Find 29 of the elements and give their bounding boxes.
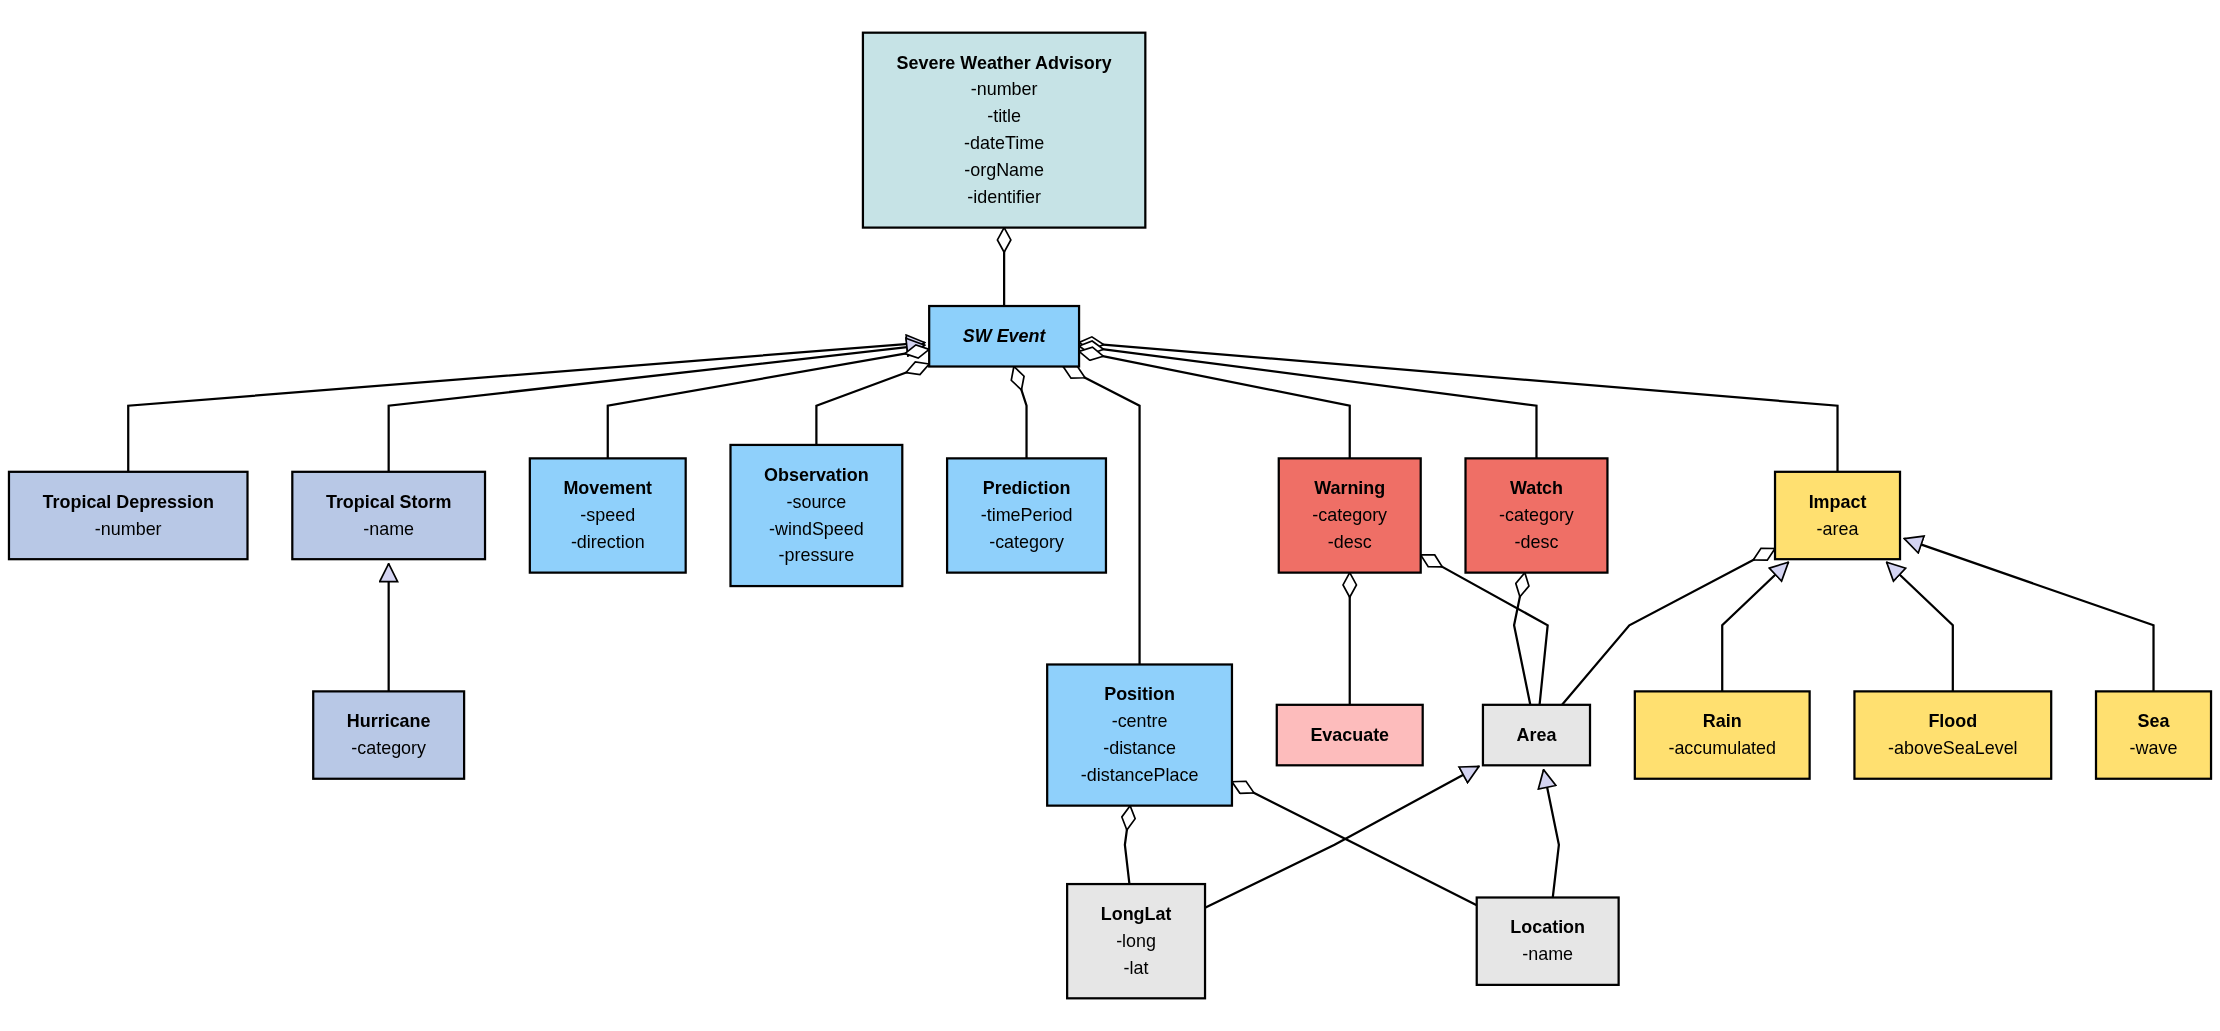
node-box: Location -name (1475, 896, 1620, 986)
arrow (127, 334, 926, 472)
node-box: Hurricane -category (312, 690, 466, 780)
node-box: Warning -category -desc (1277, 457, 1422, 574)
node-box: Area (1481, 703, 1592, 767)
node-box: Evacuate (1275, 703, 1424, 767)
node-box: Severe Weather Advisory -number -title -dateTime -orgName -identifier (861, 31, 1147, 229)
node-box: LongLat -long -lat (1066, 882, 1207, 1000)
arrow (387, 337, 926, 472)
connector (815, 361, 930, 445)
arrow (378, 562, 399, 692)
connector (1062, 365, 1141, 665)
node-box: Position -centre -distance -distancePlace (1046, 663, 1234, 807)
arrow (1903, 535, 2155, 692)
node-box: Impact -area (1773, 470, 1902, 561)
connector (606, 344, 930, 459)
node-box: SW Event (928, 304, 1081, 368)
arrow (1537, 768, 1560, 898)
arrow (1885, 561, 1954, 692)
arrow (1721, 561, 1790, 692)
node-box: Tropical Depression -number (7, 470, 249, 561)
node-box: Observation -source -windSpeed -pressure (729, 443, 904, 588)
node-box: Sea -wave (2094, 690, 2213, 780)
node-box: Prediction -timePeriod -category (946, 457, 1108, 574)
node-box: Watch -category -desc (1464, 457, 1609, 574)
node-box: Rain -accumulated (1633, 690, 1811, 780)
node-box: Tropical Storm -name (291, 470, 487, 561)
node-box: Flood -aboveSeaLevel (1853, 690, 2053, 780)
node-box: Movement -speed -direction (528, 457, 687, 574)
